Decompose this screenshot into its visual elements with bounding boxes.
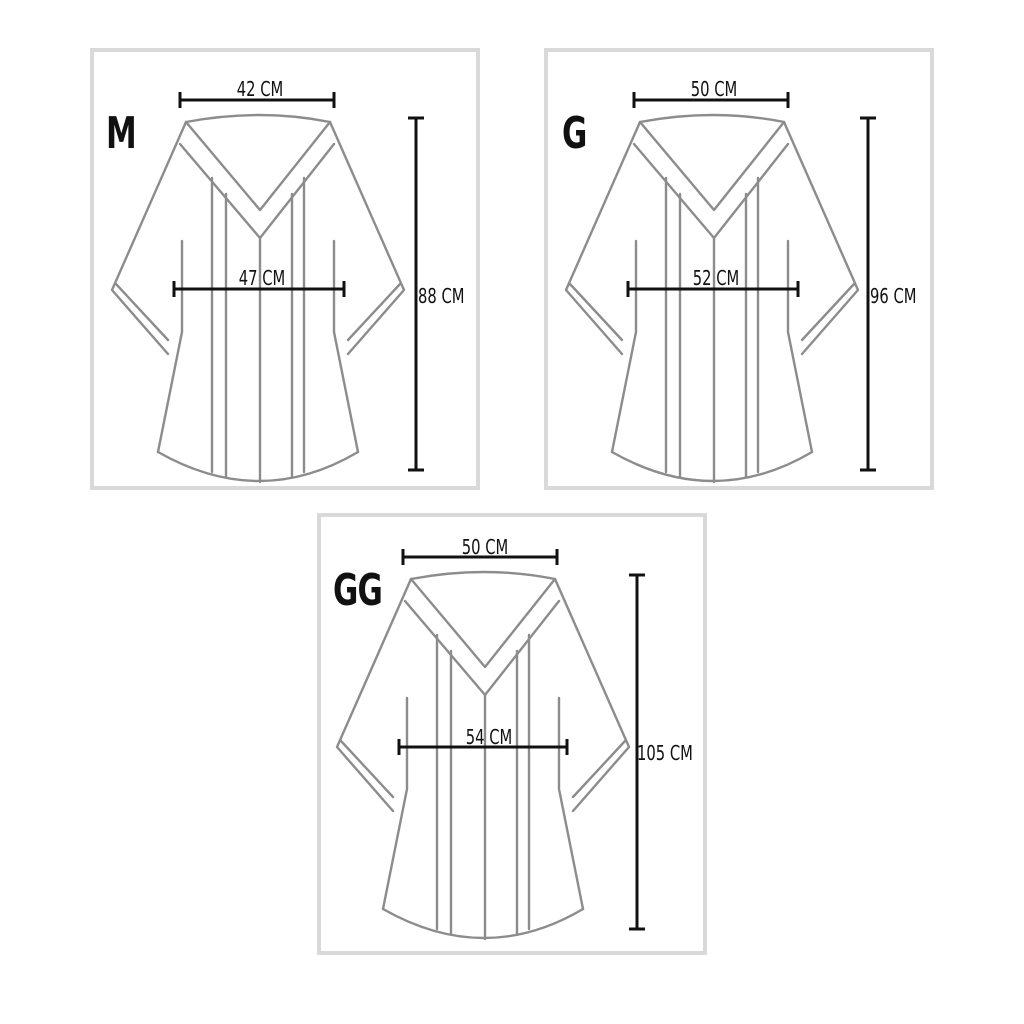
right-cuff-line	[800, 282, 856, 342]
left-sleeve-outer	[335, 577, 413, 813]
measurement-bars	[626, 92, 876, 472]
robe-drawing-m	[110, 92, 424, 484]
size-panel-g: G 50 CM 52 CM 96 CM	[544, 48, 934, 490]
right-side	[557, 696, 585, 911]
left-cuff-line	[114, 282, 170, 342]
hem	[381, 907, 585, 940]
robe-outline	[564, 113, 860, 484]
size-panel-gg: GG 50 CM 54 CM 105 CM	[317, 513, 707, 955]
shoulder-measurement: 50 CM	[690, 77, 738, 101]
size-label: G	[562, 108, 587, 159]
left-cuff-line	[339, 739, 395, 799]
hood-top	[184, 113, 332, 124]
right-sleeve-outer	[328, 120, 406, 356]
hood-v-inner	[403, 599, 561, 697]
chest-measurement: 52 CM	[692, 266, 740, 290]
right-sleeve-outer	[553, 577, 631, 813]
shoulder-measurement: 50 CM	[461, 535, 509, 559]
shoulder-measurement: 42 CM	[236, 77, 284, 101]
chest-measurement: 47 CM	[238, 266, 286, 290]
hood-v-inner	[632, 142, 790, 240]
length-measurement: 96 CM	[870, 284, 917, 308]
measurement-bars	[397, 549, 645, 931]
robe-outline	[335, 570, 631, 941]
left-sleeve-outer	[110, 120, 188, 356]
hem	[156, 450, 360, 483]
size-label: M	[106, 108, 137, 159]
hem	[610, 450, 814, 483]
left-sleeve-outer	[564, 120, 642, 356]
size-label: GG	[333, 565, 383, 616]
right-side	[332, 239, 360, 454]
hood-v-outer	[184, 120, 332, 212]
hood-v-outer	[409, 577, 557, 669]
length-measurement: 88 CM	[418, 284, 465, 308]
size-panel-m: M 42 CM 47 CM 88 CM	[90, 48, 480, 490]
robe-drawing-gg	[335, 549, 645, 941]
right-cuff-line	[571, 739, 627, 799]
right-sleeve-outer	[782, 120, 860, 356]
hood-top	[638, 113, 786, 124]
chest-measurement: 54 CM	[465, 725, 513, 749]
hood-v-outer	[638, 120, 786, 212]
left-side	[381, 696, 409, 911]
measurement-bars	[172, 92, 424, 472]
left-side	[156, 239, 184, 454]
robe-outline	[110, 113, 406, 484]
right-cuff-line	[346, 282, 402, 342]
left-cuff-line	[568, 282, 624, 342]
hood-top	[409, 570, 557, 581]
hood-v-inner	[178, 142, 336, 240]
left-side	[610, 239, 638, 454]
right-side	[786, 239, 814, 454]
robe-drawing-g	[564, 92, 876, 484]
length-measurement: 105 CM	[637, 741, 693, 765]
